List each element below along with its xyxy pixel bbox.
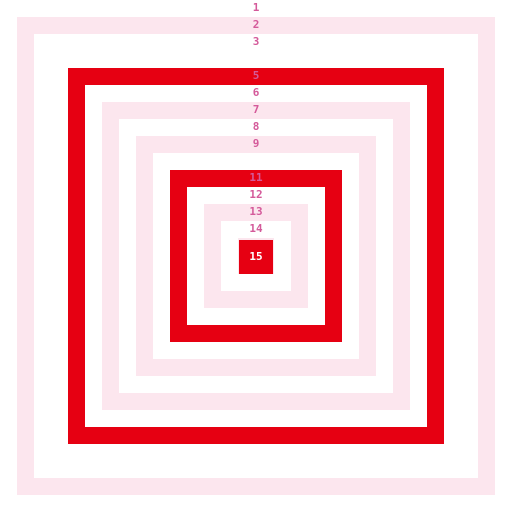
level-label-1[interactable]: 1 [252,1,260,14]
center-square [239,240,273,274]
level-label-6[interactable]: 6 [252,86,260,99]
level-ring-12 [204,204,308,308]
level-label-15[interactable]: 15 [249,250,263,263]
level-ring-8 [136,136,376,376]
level-label-11[interactable]: 11 [249,171,263,184]
level-label-12[interactable]: 12 [249,188,263,201]
level-label-4[interactable]: 4 [252,52,260,65]
level-ring-6 [102,102,410,410]
level-label-13[interactable]: 13 [249,205,263,218]
level-label-2[interactable]: 2 [252,18,260,31]
level-label-14[interactable]: 14 [249,222,263,235]
level-label-7[interactable]: 7 [252,103,260,116]
level-label-9[interactable]: 9 [252,137,260,150]
level-label-8[interactable]: 8 [252,120,260,133]
level-ring-4 [68,68,444,444]
level-label-5[interactable]: 5 [252,69,260,82]
level-label-3[interactable]: 3 [252,35,260,48]
level-ring-1 [17,17,495,495]
level-ring-10 [170,170,342,342]
level-label-10[interactable]: 10 [249,154,263,167]
